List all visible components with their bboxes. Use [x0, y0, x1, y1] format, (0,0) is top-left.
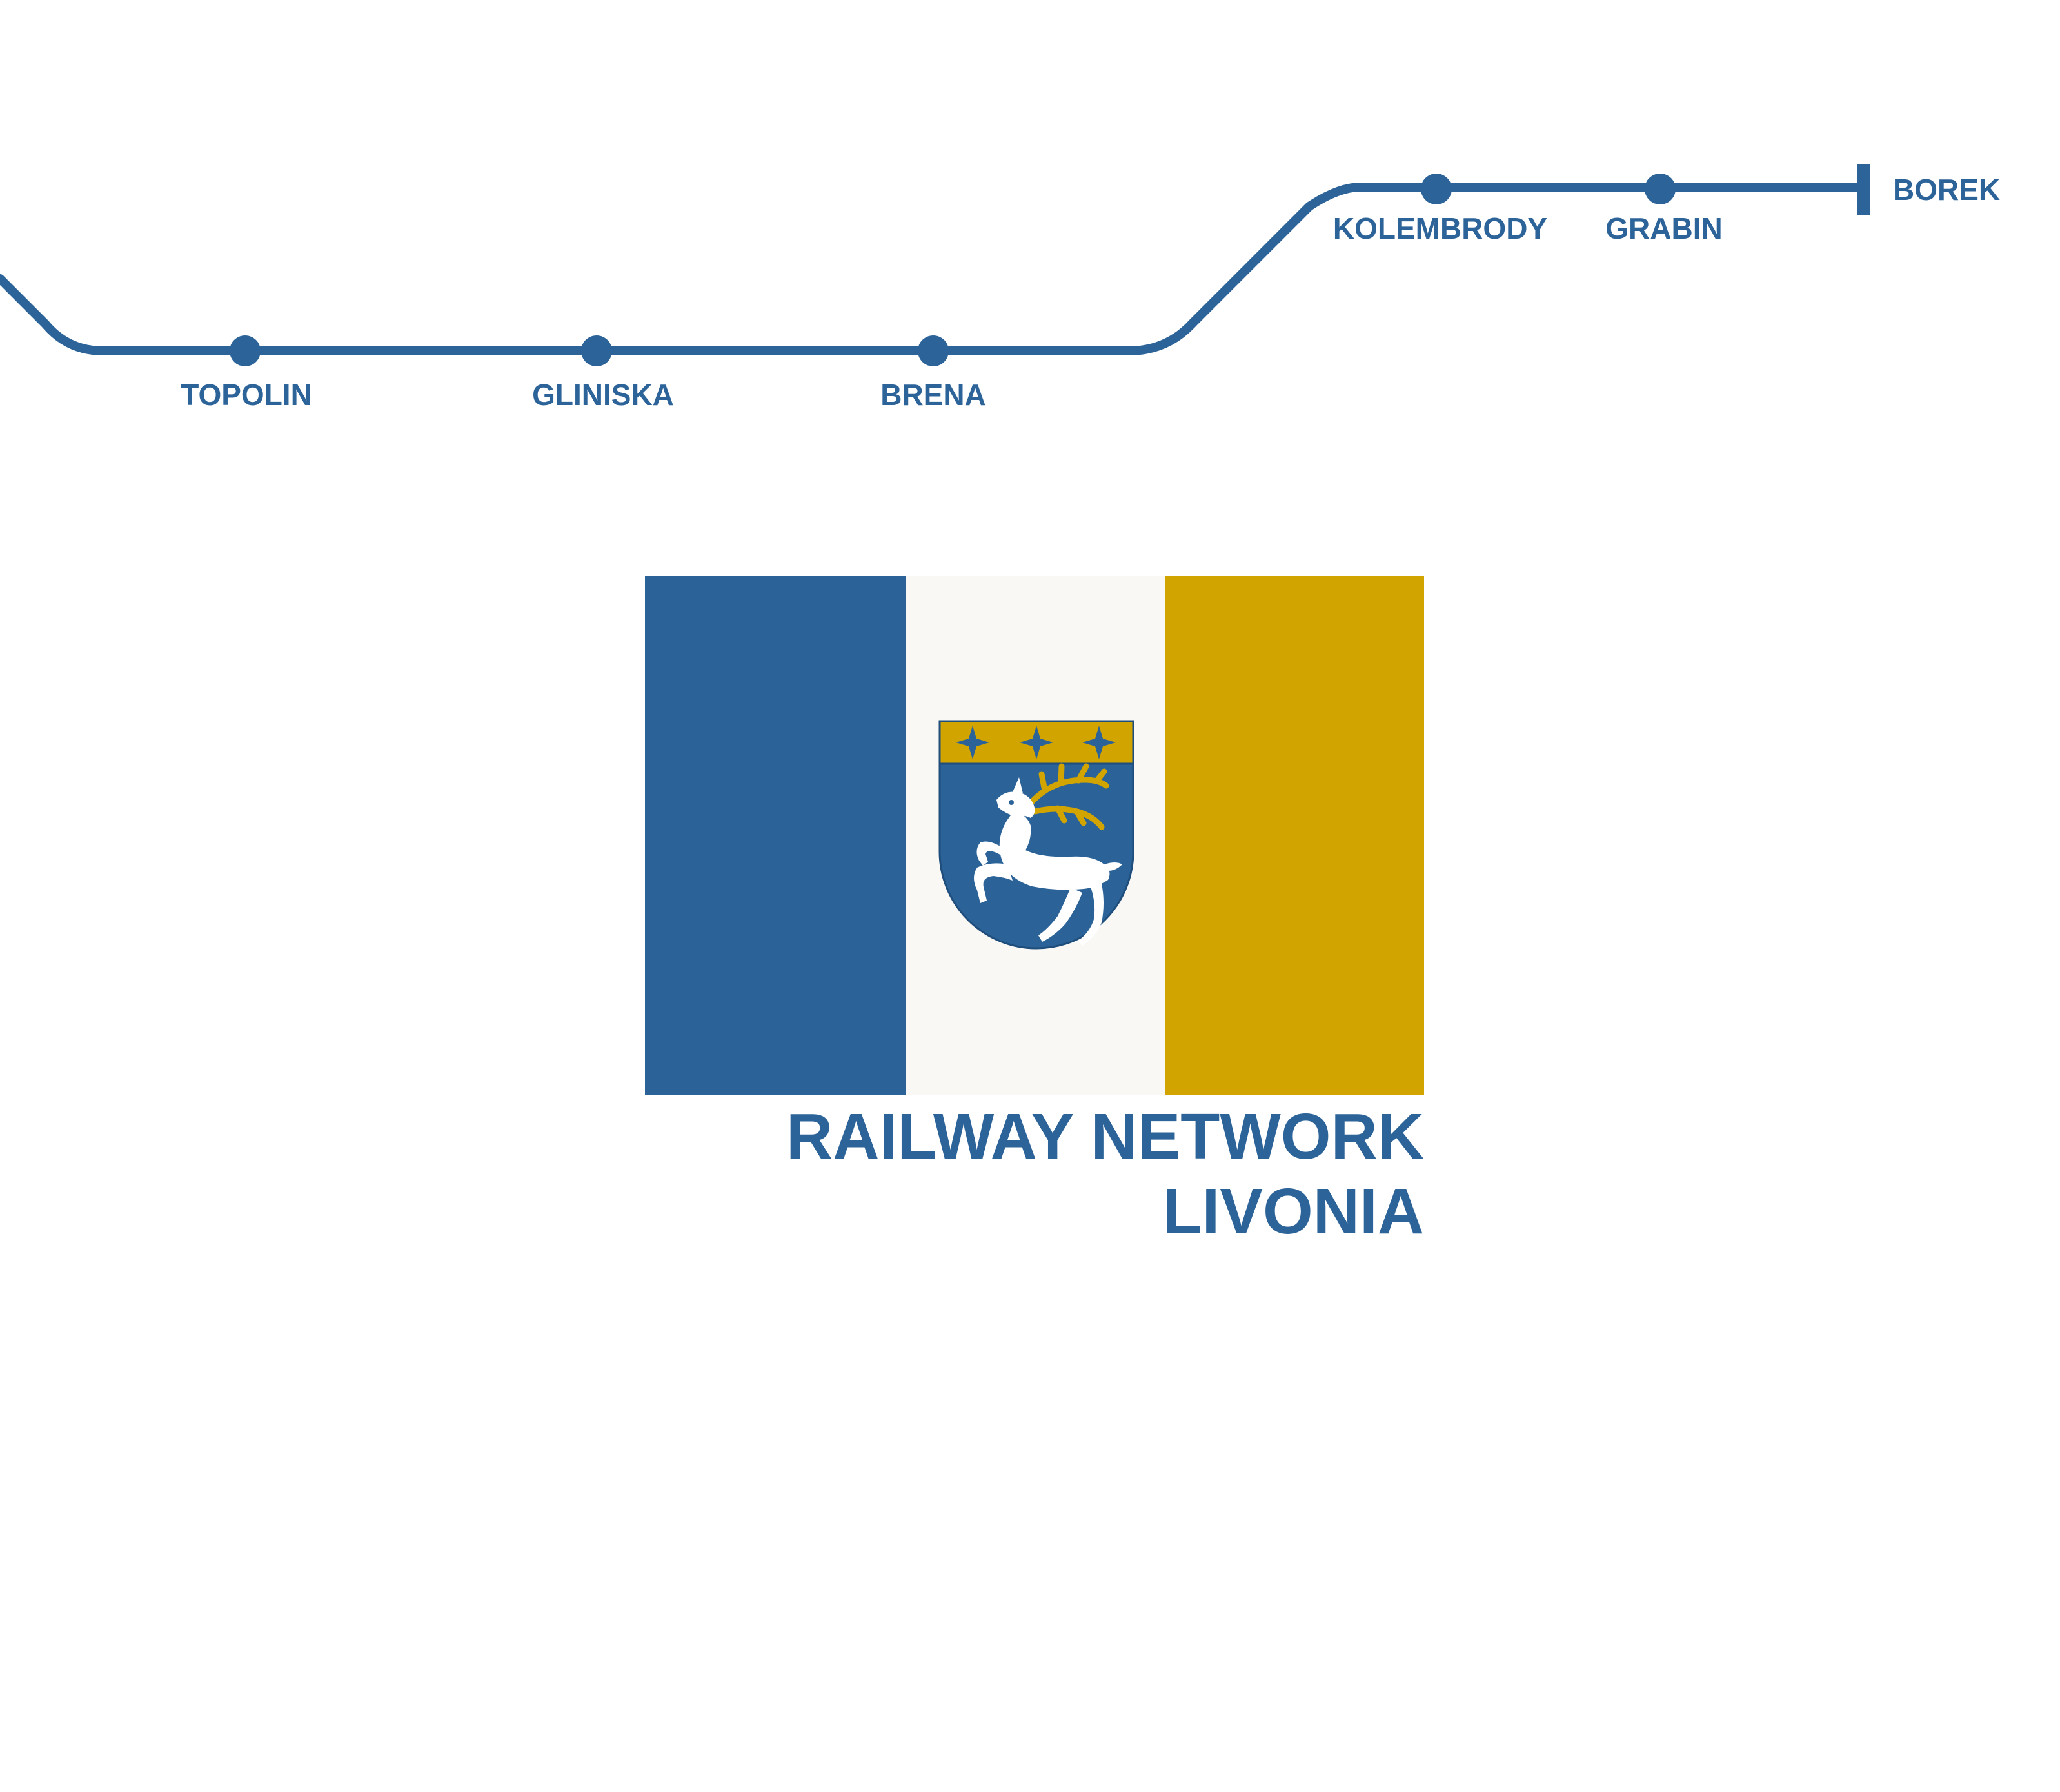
- title-line-2: LIVONIA: [1162, 1175, 1424, 1248]
- station-dot-topolin: [230, 335, 261, 366]
- station-dot-gliniska: [581, 335, 612, 366]
- station-dot-grabin: [1645, 174, 1676, 204]
- antlers: [1027, 763, 1109, 830]
- station-label-borek: BOREK: [1893, 173, 2000, 206]
- stag-eye: [1009, 800, 1014, 805]
- flag-stripe-gold: [1165, 576, 1424, 1095]
- station-dot-kolembrody: [1421, 174, 1452, 204]
- star-icon: [956, 726, 989, 759]
- station-label-topolin: TOPOLIN: [181, 378, 312, 412]
- star-icon: [1082, 726, 1116, 759]
- station-label-kolembrody: KOLEMBRODY: [1333, 212, 1547, 245]
- station-label-brena: BRENA: [880, 378, 986, 412]
- station-dot-brena: [918, 335, 949, 366]
- stag: [974, 777, 1122, 946]
- flag-stripe-blue: [645, 576, 906, 1095]
- station-label-gliniska: GLINISKA: [532, 378, 674, 412]
- station-label-grabin: GRABIN: [1605, 212, 1722, 245]
- coat-of-arms-stag-icon: [938, 720, 1134, 950]
- title-line-1: RAILWAY NETWORK: [786, 1100, 1424, 1173]
- rail-line: [0, 183, 1868, 355]
- star-icon: [1020, 726, 1053, 759]
